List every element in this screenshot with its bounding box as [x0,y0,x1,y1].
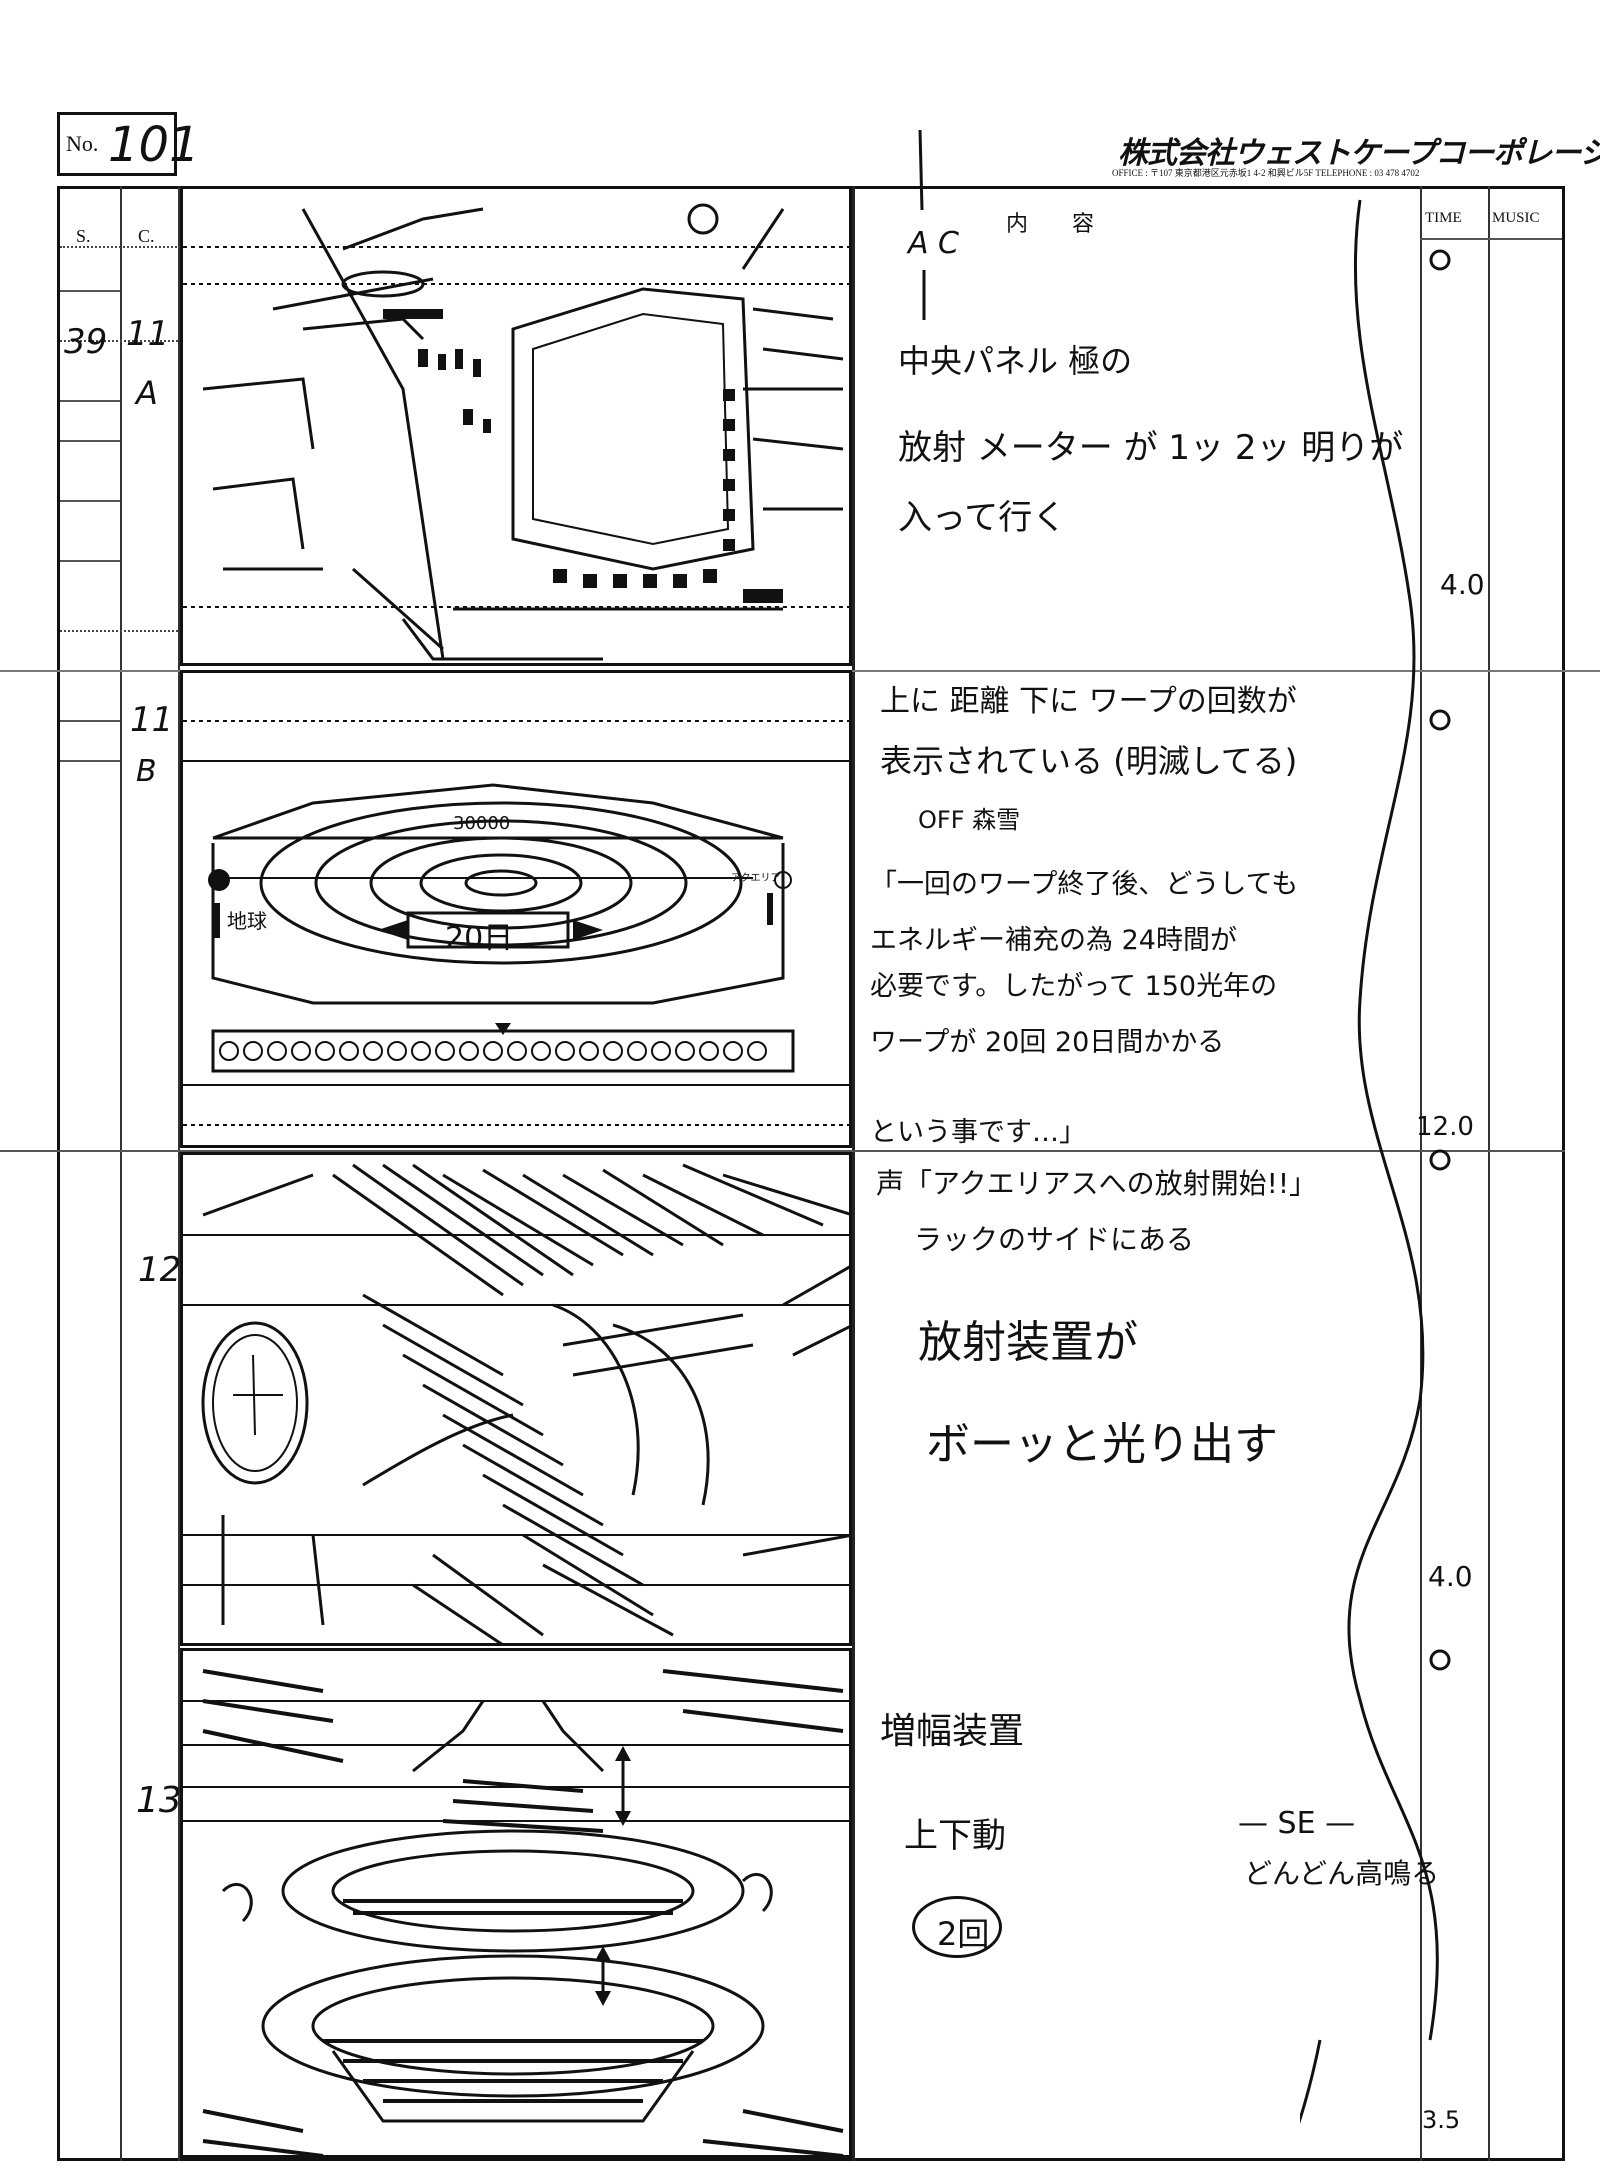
panel-days-label: 20日 [445,921,514,956]
se-label: — SE — [1238,1806,1356,1841]
note-line: 中央パネル 極の [898,342,1133,380]
cut-sub: A [136,374,158,412]
ac-arrow-line [918,130,926,320]
row-divider-2 [0,1150,1565,1152]
note-line: A C [908,226,960,261]
page-number-box: No. 101 [57,112,200,176]
margin-line [60,340,178,342]
panel-distance-label: 30000 [453,813,511,834]
cut-number: 12 [138,1250,182,1290]
bridge-panel-drawing [183,203,849,661]
cut-number: 11 [130,700,174,740]
scene-number: 39 [64,322,108,362]
col-header-cut: C. [138,226,155,246]
amplifier-device-drawing [183,1669,849,2155]
storyboard-panel [180,186,852,666]
note-line: 声「アクエリアスへの放射開始!!」 [876,1167,1318,1200]
panel-earth-label: 地球 [227,909,267,933]
cut-sub: B [136,754,157,789]
note-line: 上に 距離 下に ワープの回数が [880,684,1297,719]
count-circle: 2回 [912,1896,1002,1958]
col-sep-sc [120,186,122,2161]
col-sep-music [1488,186,1490,2161]
cut-number: 13 [136,1780,182,1821]
margin-line [60,500,120,502]
storyboard-panel: 30000 20日 地球 アクエリア [180,670,852,1148]
se-note: どんどん高鳴る [1244,1857,1440,1890]
col-sep-time [1420,186,1422,2161]
page-number-value: 101 [108,117,200,173]
note-line: エネルギー補充の為 24時間が [870,925,1237,956]
note-line: という事です…」 [870,1117,1086,1148]
col-sep-cut [178,186,180,2161]
col-header-music: MUSIC [1492,210,1540,226]
page-number-label: No. [66,131,99,156]
note-line: ボーッと光り出す [926,1419,1278,1470]
note-line: 入って行く [898,498,1067,538]
time-value: 3.5 [1422,2106,1461,2134]
note-line: 増幅装置 [880,1711,1025,1752]
margin-line [60,290,120,292]
header-divider [60,246,180,248]
time-value: 4.0 [1440,568,1485,601]
note-line: 「一回のワープ終了後、どうしても [870,869,1299,900]
warp-counter-circles [219,871,792,1061]
note-line: 必要です。したがって 150光年の [870,971,1278,1002]
hatching-strokes [202,1669,844,2155]
margin-line [60,560,120,562]
hatching-strokes [202,1163,849,1643]
storyboard-panel [180,1648,852,2158]
note-line: 表示されている (明滅してる) [880,742,1298,780]
margin-line [60,440,120,442]
radiation-device-drawing [183,1163,849,1643]
time-value: 12.0 [1416,1112,1474,1142]
col-header-content: 内 容 [1006,211,1095,236]
col-sep-panel [852,186,855,2161]
header-divider-right [1420,238,1562,240]
margin-line [60,760,120,762]
note-line: 上下動 [904,1816,1006,1856]
note-line: 放射 メーター が 1ッ 2ッ 明りが [898,428,1404,468]
warp-display-drawing [183,720,849,1126]
count-label: 2回 [937,1915,990,1953]
company-name: 株式会社ウェストケープコーポレーション [1118,137,1600,170]
note-line: ワープが 20回 20日間かかる [870,1027,1225,1058]
margin-line [60,630,178,632]
note-line: 放射装置が [918,1317,1138,1368]
cut-number: 11 [126,314,170,354]
note-line: ラックのサイドにある [914,1223,1195,1256]
office-address: OFFICE : 〒107 東京都港区元赤坂1 4-2 和興ビル5F TELEP… [1112,168,1420,178]
storyboard-panel [180,1152,852,1646]
col-header-scene: S. [76,226,91,246]
margin-line [60,720,120,722]
panel-aquarius-label: アクエリア [731,873,781,884]
timing-guide-curve [1300,199,1451,2125]
col-header-time: TIME [1425,210,1462,226]
note-line: OFF 森雪 [918,806,1021,834]
time-value: 4.0 [1428,1560,1473,1593]
margin-line [60,400,120,402]
